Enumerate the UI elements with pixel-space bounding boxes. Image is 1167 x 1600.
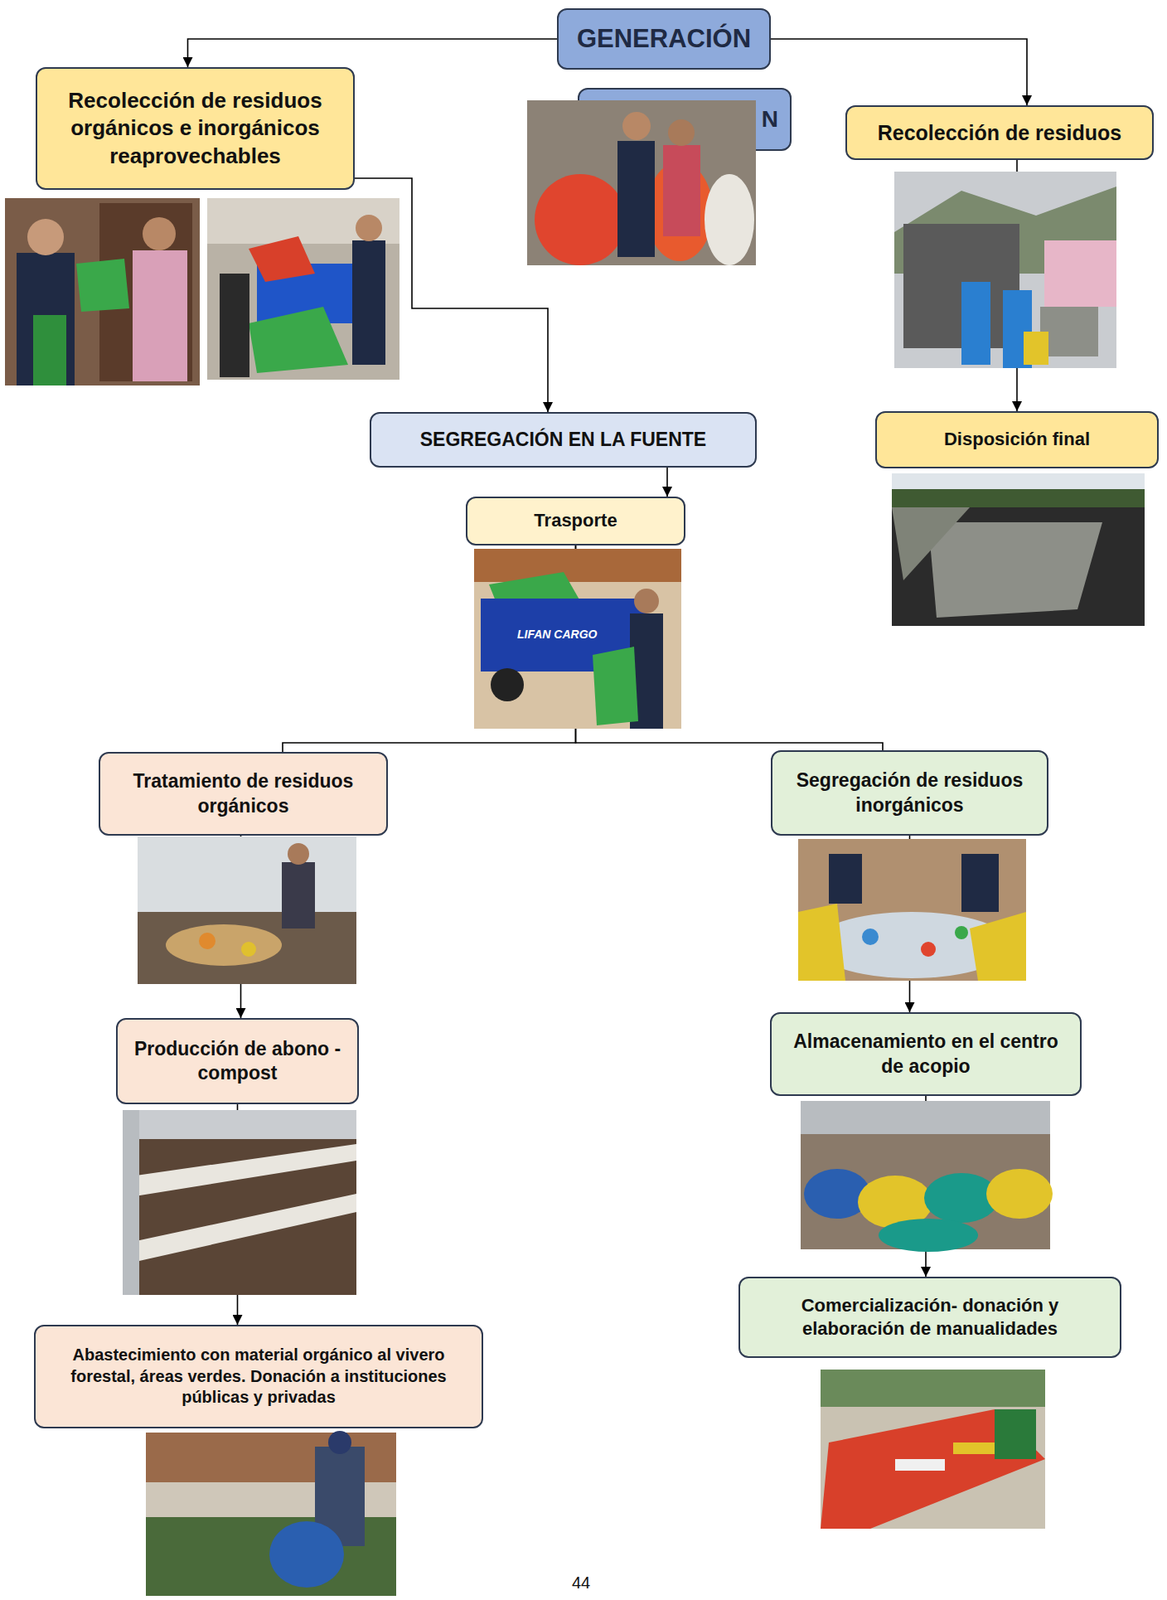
photo-compost: [122, 1109, 357, 1295]
process-box: Almacenamiento en el centro de acopio: [769, 1012, 1082, 1096]
photo-landfill: [891, 473, 1145, 626]
process-box: SEGREGACIÓN EN LA FUENTE: [369, 411, 757, 468]
node-text: Recolección de residuos: [877, 119, 1123, 146]
process-box: Recolección de residuos orgánicos e inor…: [35, 67, 355, 190]
connector-arrow: [666, 467, 669, 497]
vehicle-brand: LIFAN CARGO: [517, 627, 597, 641]
node-text: Abastecimiento con material orgánico al …: [45, 1344, 472, 1409]
process-box: Abastecimiento con material orgánico al …: [33, 1324, 484, 1429]
photo-truck: [894, 171, 1117, 369]
process-box: Tratamiento de residuos orgánicos: [98, 751, 388, 836]
photo-treatment: [137, 836, 357, 984]
process-box: Segregación de residuos inorgánicos: [770, 750, 1049, 836]
process-box: Disposición final: [875, 411, 1159, 469]
process-box: Comercialización- donación y elaboración…: [738, 1276, 1122, 1358]
node-text: Comercialización- donación y elaboración…: [750, 1293, 1110, 1341]
node-text: Tratamiento de residuos orgánicos: [110, 769, 377, 819]
connector-arrow: [770, 38, 1027, 106]
photo-delivery: [145, 1430, 397, 1596]
page-number: 44: [571, 1573, 591, 1593]
node-text: Recolección de residuos orgánicos e inor…: [47, 87, 344, 170]
photo-storage: [800, 1100, 1053, 1252]
photo-fair: [820, 1369, 1046, 1529]
process-box: Trasporte: [465, 496, 686, 546]
process-box: GENERACIÓN: [556, 8, 771, 70]
process-box: Recolección de residuos: [845, 105, 1154, 160]
node-text: SEGREGACIÓN EN LA FUENTE: [420, 427, 707, 452]
photo-mototaxi: [474, 548, 682, 729]
node-text: Almacenamiento en el centro de acopio: [781, 1029, 1071, 1079]
process-box: Producción de abono -compost: [116, 1017, 359, 1105]
photo-doorstep: [4, 198, 200, 386]
node-text: Producción de abono -compost: [127, 1036, 348, 1086]
node-text: N: [761, 104, 779, 135]
connector-arrow: [188, 38, 558, 68]
node-text: Segregación de residuos inorgánicos: [782, 768, 1037, 818]
photo-segregation: [798, 838, 1027, 981]
node-text: Disposición final: [944, 427, 1090, 451]
node-text: Trasporte: [533, 508, 617, 533]
node-text: GENERACIÓN: [576, 22, 751, 56]
photo-bags: [527, 100, 756, 266]
photo-cart: [207, 198, 400, 380]
